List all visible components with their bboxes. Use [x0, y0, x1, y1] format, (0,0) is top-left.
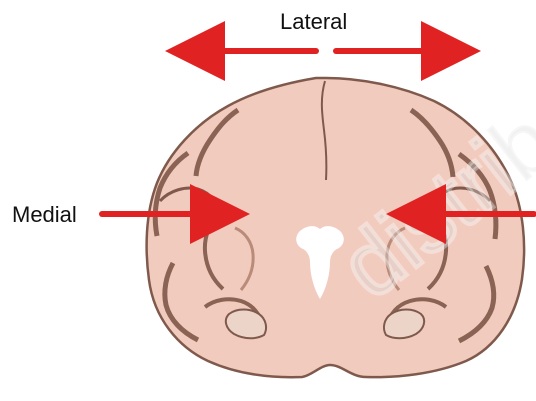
lateral-label: Lateral [280, 11, 347, 33]
medial-label: Medial [12, 204, 77, 226]
